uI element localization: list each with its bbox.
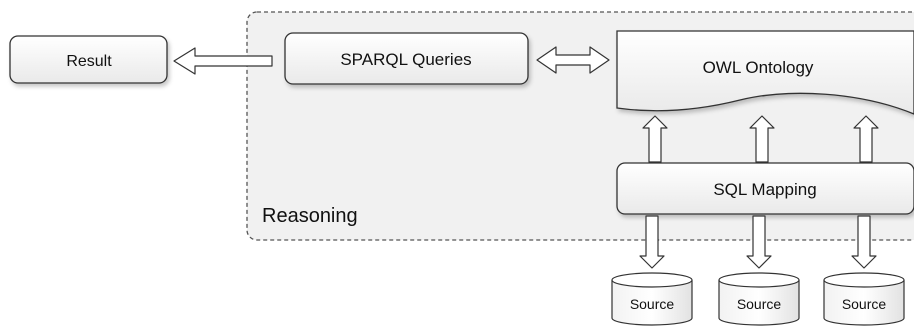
source-label-1: Source bbox=[630, 296, 675, 312]
down-arrow-1 bbox=[639, 215, 665, 269]
owl-ontology-document: OWL Ontology bbox=[616, 30, 914, 115]
source-label-3: Source bbox=[842, 296, 887, 312]
up-arrow-1 bbox=[642, 115, 668, 163]
down-arrow-3 bbox=[851, 215, 877, 269]
source-cylinder-2: Source bbox=[718, 272, 800, 326]
source-label-2: Source bbox=[737, 296, 782, 312]
sparql-queries-label: SPARQL Queries bbox=[340, 50, 471, 69]
sparql-ontology-arrow bbox=[536, 46, 610, 74]
result-box: Result bbox=[9, 35, 168, 84]
source-cylinder-1: Source bbox=[611, 272, 693, 326]
sql-mapping-label: SQL Mapping bbox=[713, 180, 816, 199]
up-arrows bbox=[642, 115, 879, 163]
source-cylinder-3: Source bbox=[823, 272, 905, 326]
down-arrow-2 bbox=[746, 215, 772, 269]
reasoning-label: Reasoning bbox=[262, 205, 358, 227]
sparql-queries-box: SPARQL Queries bbox=[284, 32, 529, 85]
sql-mapping-box: SQL Mapping bbox=[616, 162, 914, 215]
up-arrow-3 bbox=[853, 115, 879, 163]
result-label: Result bbox=[66, 53, 112, 70]
result-arrow bbox=[173, 47, 273, 75]
owl-ontology-label: OWL Ontology bbox=[703, 58, 814, 77]
up-arrow-2 bbox=[749, 115, 775, 163]
down-arrows bbox=[639, 215, 877, 269]
